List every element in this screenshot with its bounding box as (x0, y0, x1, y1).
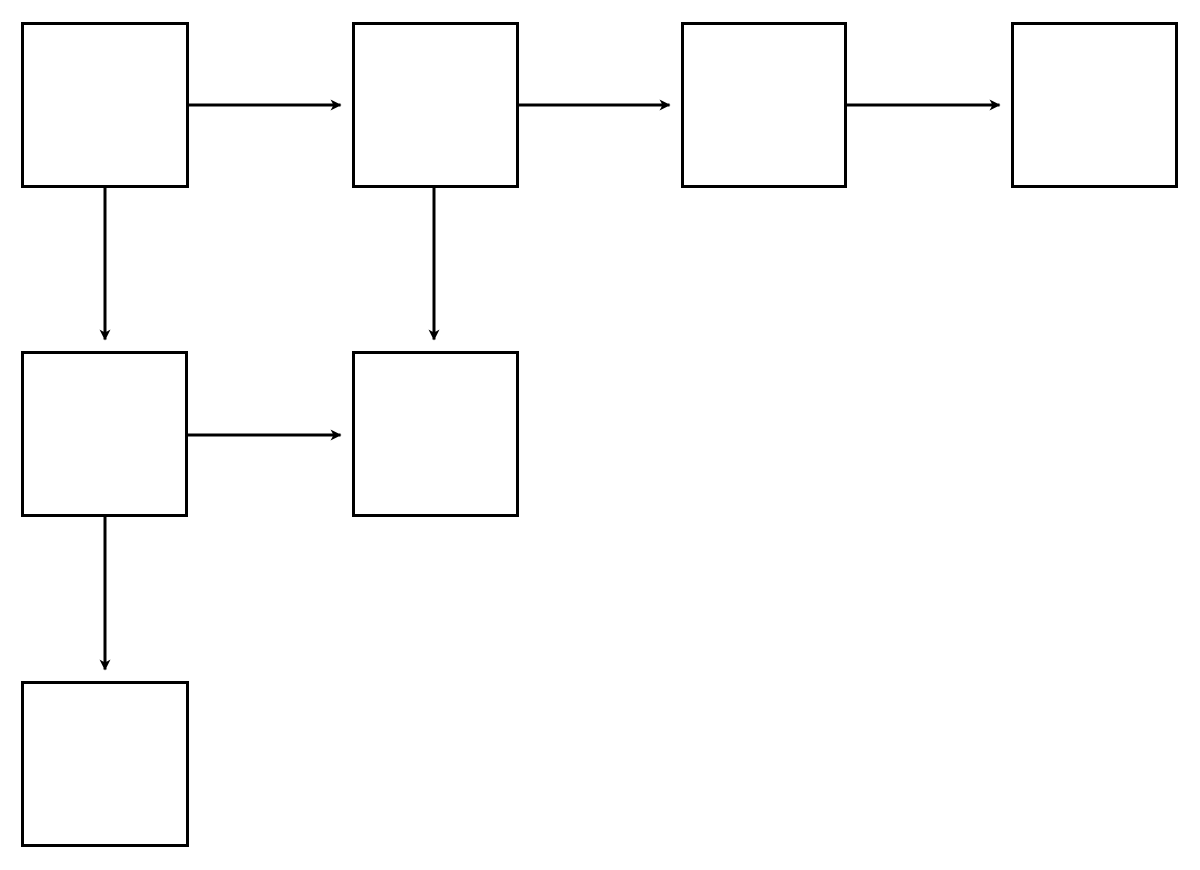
node-n2[interactable] (352, 22, 519, 188)
node-n4[interactable] (1011, 22, 1178, 188)
node-box[interactable] (352, 22, 519, 188)
node-box[interactable] (681, 22, 847, 188)
node-n3[interactable] (681, 22, 847, 188)
nodes-layer (21, 22, 1178, 847)
node-n1[interactable] (21, 22, 189, 188)
node-box[interactable] (21, 351, 188, 517)
edges-layer (99, 99, 1001, 671)
node-box[interactable] (21, 681, 189, 847)
node-n7[interactable] (21, 681, 189, 847)
node-box[interactable] (21, 22, 189, 188)
node-n5[interactable] (21, 351, 188, 517)
node-box[interactable] (352, 351, 519, 517)
node-box[interactable] (1011, 22, 1178, 188)
node-n6[interactable] (352, 351, 519, 517)
